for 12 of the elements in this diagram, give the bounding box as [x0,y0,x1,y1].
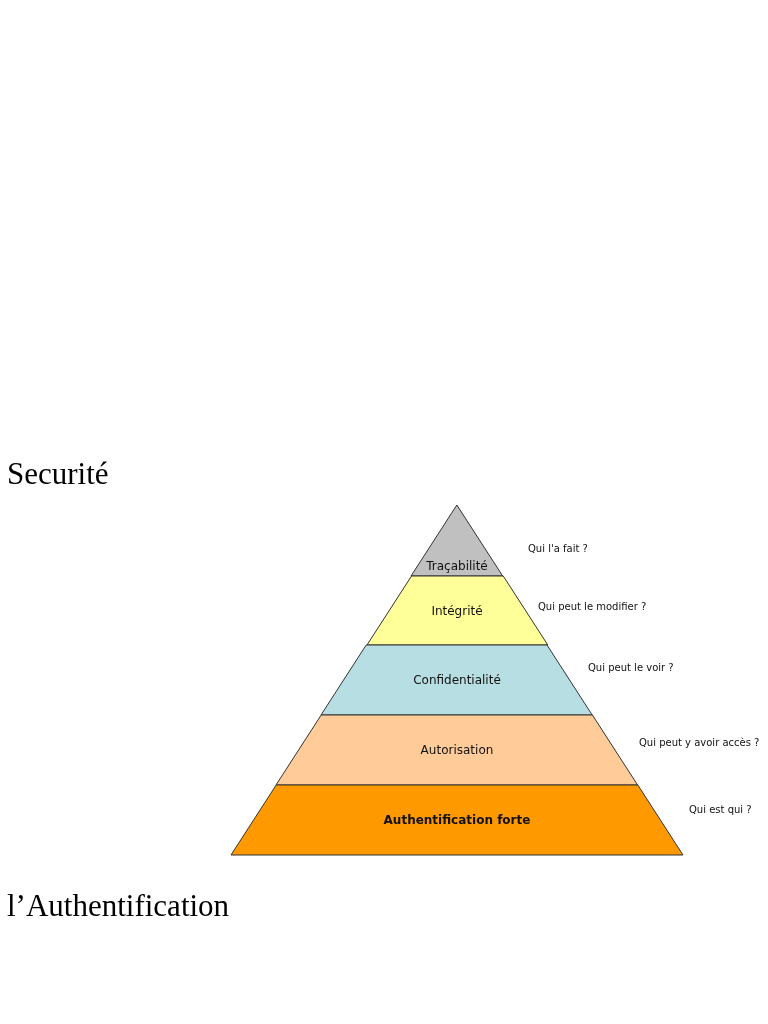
layer-label: Authentification forte [383,813,531,827]
layer-label: Traçabilité [426,559,488,573]
question-label: Qui est qui ? [689,803,752,815]
page-title: Securité [7,456,109,492]
question-label: Qui l'a fait ? [528,542,588,554]
layer-label: Autorisation [420,743,494,757]
layer-label: Intégrité [431,603,483,618]
question-label: Qui peut y avoir accès ? [639,736,760,748]
question-label: Qui peut le modifier ? [538,600,647,612]
layer-label: Confidentialité [413,673,501,687]
question-label: Qui peut le voir ? [588,661,674,673]
section-heading: l’Authentification [7,888,230,924]
